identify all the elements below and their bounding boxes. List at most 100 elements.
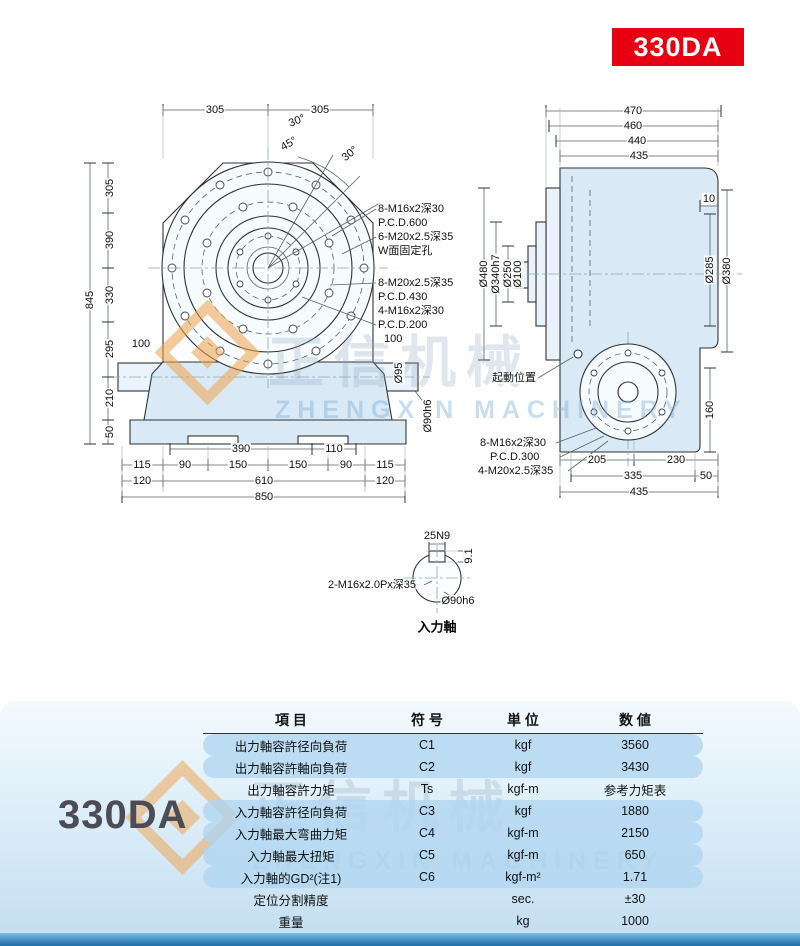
- col-header-item: 項 目: [275, 712, 307, 728]
- spec-symbol: C3: [419, 804, 435, 818]
- spec-model-title: 330DA: [58, 793, 188, 837]
- spec-table-header: 項 目 符 号 単 位 数 値: [203, 707, 703, 734]
- dim-label: 610: [253, 474, 275, 488]
- dim-label: 120: [131, 474, 153, 488]
- spec-item: 出力軸容許径向負荷: [234, 739, 348, 754]
- dim-label: 9.1: [462, 547, 476, 565]
- model-badge: 330DA: [612, 28, 744, 66]
- spec-unit: kgf: [514, 804, 532, 818]
- spec-item: 入力軸最大扭矩: [247, 849, 335, 864]
- dim-label: Ø100: [511, 259, 525, 289]
- dim-label: 330: [103, 284, 117, 306]
- callout-label: 6-M20x2.5深35: [378, 230, 454, 244]
- table-row: 入力軸最大弯曲力矩 C4 kgf-m 2150: [203, 822, 703, 844]
- callout-label: 100: [384, 332, 403, 346]
- dim-label: 115: [375, 458, 395, 472]
- dim-label: 230: [665, 453, 687, 467]
- spec-value: 参考力矩表: [603, 783, 667, 798]
- dim-label: 850: [253, 490, 275, 504]
- dim-label: Ø380: [720, 256, 734, 286]
- dim-label: 100: [130, 337, 152, 351]
- dim-label: Ø90h6: [440, 594, 476, 608]
- start-position-marker: [573, 349, 583, 359]
- table-row: 入力軸最大扭矩 C5 kgf-m 650: [203, 844, 703, 866]
- dim-label: 390: [230, 442, 252, 456]
- dim-label: 845: [83, 289, 97, 311]
- dim-label: 295: [103, 338, 117, 360]
- dim-label: 150: [287, 458, 309, 472]
- col-header-unit: 単 位: [507, 712, 539, 728]
- start-position-label: 起動位置: [492, 371, 536, 385]
- callout-label: P.C.D.300: [490, 450, 540, 464]
- callout-label: P.C.D.200: [378, 318, 428, 332]
- dim-label: Ø480: [477, 259, 491, 289]
- spec-value: 3430: [621, 760, 649, 774]
- spec-unit: kg: [516, 914, 530, 928]
- callout-label: P.C.D.430: [378, 290, 428, 304]
- dim-label: 90: [177, 458, 193, 472]
- callout-label: 4-M16x2深30: [378, 304, 445, 318]
- dim-label: Ø90h6: [421, 398, 435, 434]
- spec-table: 項 目 符 号 単 位 数 値 出力軸容許径向負荷 C1 kgf 3560 出力…: [203, 707, 703, 932]
- dim-label: 470: [622, 104, 644, 118]
- spec-value: 3560: [621, 738, 649, 752]
- table-row: 重量 kg 1000: [203, 910, 703, 932]
- dim-label: 390: [103, 229, 117, 251]
- dim-label: 25N9: [422, 529, 452, 543]
- table-row: 入力軸容許径向負荷 C3 kgf 1880: [203, 800, 703, 822]
- spec-value: 1880: [621, 804, 649, 818]
- spec-symbol: C6: [419, 870, 435, 884]
- table-row: 入力軸的GD²(注1) C6 kgf-m² 1.71: [203, 866, 703, 888]
- table-row: 定位分割精度 sec. ±30: [203, 888, 703, 910]
- dim-label: 150: [227, 458, 249, 472]
- dim-label: 435: [628, 149, 650, 163]
- spec-value: 1000: [621, 914, 649, 928]
- spec-unit: kgf: [514, 738, 532, 752]
- spec-symbol: C4: [419, 826, 435, 840]
- spec-item: 入力軸的GD²(注1): [240, 871, 342, 886]
- dim-label: 335: [622, 469, 644, 483]
- col-header-value: 数 値: [619, 712, 651, 728]
- dim-label: 305: [204, 103, 226, 117]
- dim-label: Ø285: [703, 255, 717, 285]
- dim-label: 120: [374, 474, 396, 488]
- dim-label: 160: [703, 399, 717, 421]
- spec-value: 1.71: [622, 870, 648, 884]
- spec-item: 出力軸容許軸向負荷: [234, 761, 348, 776]
- engineering-drawing: [84, 104, 742, 613]
- table-row: 出力軸容許力矩 Ts kgf-m 参考力矩表: [203, 778, 703, 800]
- dim-label: Ø340h7: [489, 253, 503, 295]
- spec-value: 650: [624, 848, 646, 862]
- callout-label: 8-M16x2深30: [378, 202, 445, 216]
- dim-label: 305: [309, 103, 331, 117]
- dim-label: Ø95: [392, 361, 406, 385]
- spec-symbol: C1: [419, 738, 435, 752]
- spec-unit: kgf: [514, 760, 532, 774]
- dim-label: 440: [626, 134, 648, 148]
- dim-label: 50: [698, 469, 714, 483]
- spec-unit: kgf-m: [507, 782, 539, 796]
- spec-item: 出力軸容許力矩: [247, 783, 335, 798]
- spec-unit: sec.: [511, 892, 535, 906]
- spec-unit: kgf-m: [507, 826, 539, 840]
- callout-label: P.C.D.600: [378, 216, 428, 230]
- table-row: 出力軸容許径向負荷 C1 kgf 3560: [203, 734, 703, 756]
- spec-symbol: C5: [419, 848, 435, 862]
- spec-unit: kgf-m²: [505, 870, 541, 884]
- side-view: [478, 105, 742, 498]
- spec-value: 2150: [621, 826, 649, 840]
- dim-label: 305: [103, 177, 117, 199]
- input-shaft-title: 入力軸: [417, 619, 457, 635]
- callout-label: 8-M20x2.5深35: [378, 276, 454, 290]
- spec-item: 重量: [278, 915, 304, 930]
- dim-label: 115: [132, 458, 152, 472]
- table-row: 出力軸容許軸向負荷 C2 kgf 3430: [203, 756, 703, 778]
- spec-section: 正信机械 ZHENGXIN MACHINERY 330DA 項 目 符 号 単 …: [0, 701, 800, 946]
- dim-label: 10: [701, 192, 717, 206]
- dim-label: 90: [338, 458, 354, 472]
- dim-label: 435: [628, 485, 650, 499]
- spec-item: 定位分割精度: [253, 893, 329, 908]
- spec-item: 入力軸容許径向負荷: [234, 805, 348, 820]
- spec-symbol: C2: [419, 760, 435, 774]
